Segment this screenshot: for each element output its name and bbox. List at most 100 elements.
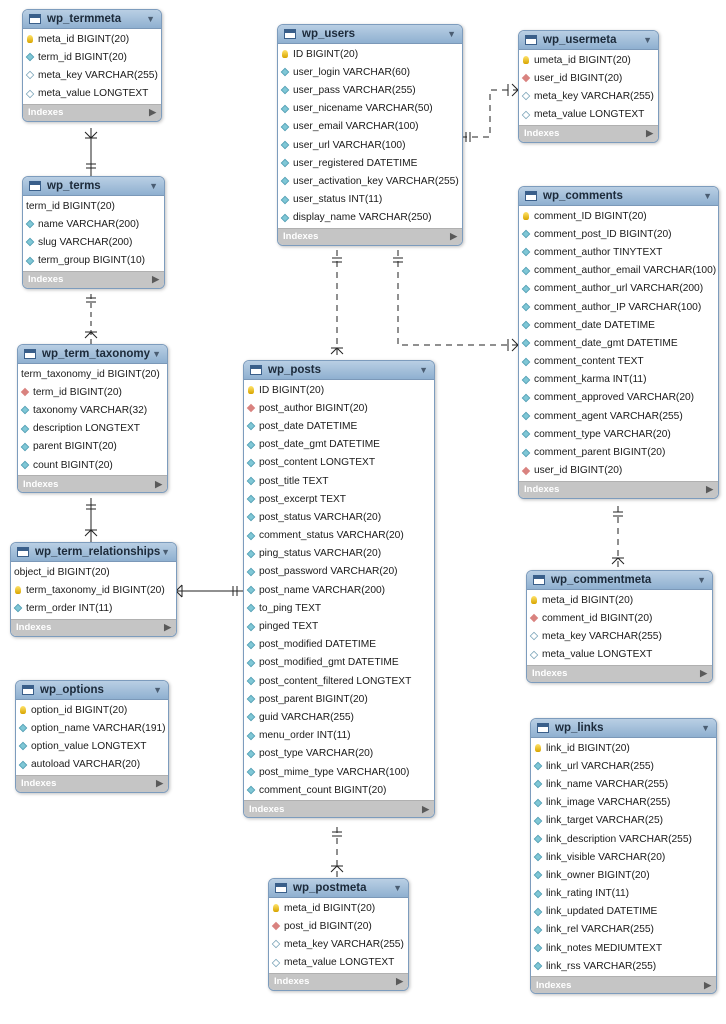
table-header[interactable]: wp_commentmeta▼ <box>527 571 712 590</box>
indexes-bar[interactable]: Indexes▶ <box>244 800 434 818</box>
column-row[interactable]: display_name VARCHAR(250) <box>278 209 462 227</box>
expand-indexes-icon[interactable]: ▶ <box>396 976 403 987</box>
column-row[interactable]: meta_key VARCHAR(255) <box>519 87 658 105</box>
column-row[interactable]: user_id BIGINT(20) <box>519 462 718 480</box>
column-row[interactable]: user_url VARCHAR(100) <box>278 136 462 154</box>
column-row[interactable]: term_id BIGINT(20) <box>23 197 164 215</box>
column-row[interactable]: link_owner BIGINT(20) <box>531 866 716 884</box>
column-row[interactable]: taxonomy VARCHAR(32) <box>18 401 167 419</box>
indexes-bar[interactable]: Indexes▶ <box>23 270 164 288</box>
expand-indexes-icon[interactable]: ▶ <box>164 622 171 633</box>
column-row[interactable]: user_nicename VARCHAR(50) <box>278 100 462 118</box>
column-row[interactable]: post_content LONGTEXT <box>244 454 434 472</box>
column-row[interactable]: meta_value LONGTEXT <box>269 954 408 972</box>
column-row[interactable]: link_rss VARCHAR(255) <box>531 957 716 975</box>
indexes-bar[interactable]: Indexes▶ <box>16 774 168 792</box>
column-row[interactable]: slug VARCHAR(200) <box>23 233 164 251</box>
column-row[interactable]: comment_date_gmt DATETIME <box>519 334 718 352</box>
expand-indexes-icon[interactable]: ▶ <box>646 128 653 139</box>
column-row[interactable]: post_password VARCHAR(20) <box>244 563 434 581</box>
column-row[interactable]: to_ping TEXT <box>244 599 434 617</box>
column-row[interactable]: link_id BIGINT(20) <box>531 739 716 757</box>
column-row[interactable]: link_description VARCHAR(255) <box>531 830 716 848</box>
column-row[interactable]: guid VARCHAR(255) <box>244 708 434 726</box>
column-row[interactable]: meta_value LONGTEXT <box>23 85 161 103</box>
column-row[interactable]: user_pass VARCHAR(255) <box>278 81 462 99</box>
table-header[interactable]: wp_options▼ <box>16 681 168 700</box>
column-row[interactable]: object_id BIGINT(20) <box>11 563 176 581</box>
table-header[interactable]: wp_usermeta▼ <box>519 31 658 50</box>
column-row[interactable]: post_mime_type VARCHAR(100) <box>244 763 434 781</box>
collapse-arrow-icon[interactable]: ▼ <box>146 14 155 24</box>
expand-indexes-icon[interactable]: ▶ <box>700 668 707 679</box>
wp-term-relationships-table[interactable]: wp_term_relationships▼object_id BIGINT(2… <box>10 542 177 637</box>
column-row[interactable]: term_taxonomy_id BIGINT(20) <box>11 581 176 599</box>
column-row[interactable]: comment_karma INT(11) <box>519 371 718 389</box>
wp-termmeta-table[interactable]: wp_termmeta▼meta_id BIGINT(20)term_id BI… <box>22 9 162 122</box>
expand-indexes-icon[interactable]: ▶ <box>706 484 713 495</box>
table-header[interactable]: wp_posts▼ <box>244 361 434 380</box>
column-row[interactable]: link_updated DATETIME <box>531 903 716 921</box>
column-row[interactable]: user_status INT(11) <box>278 191 462 209</box>
column-row[interactable]: post_date DATETIME <box>244 417 434 435</box>
column-row[interactable]: post_parent BIGINT(20) <box>244 690 434 708</box>
column-row[interactable]: ping_status VARCHAR(20) <box>244 545 434 563</box>
wp-commentmeta-table[interactable]: wp_commentmeta▼meta_id BIGINT(20)comment… <box>526 570 713 683</box>
column-row[interactable]: ID BIGINT(20) <box>278 45 462 63</box>
column-row[interactable]: post_excerpt TEXT <box>244 490 434 508</box>
expand-indexes-icon[interactable]: ▶ <box>155 478 162 489</box>
collapse-arrow-icon[interactable]: ▼ <box>643 35 652 45</box>
column-row[interactable]: term_id BIGINT(20) <box>23 48 161 66</box>
expand-indexes-icon[interactable]: ▶ <box>156 778 163 789</box>
wp-terms-table[interactable]: wp_terms▼term_id BIGINT(20)name VARCHAR(… <box>22 176 165 289</box>
column-row[interactable]: comment_post_ID BIGINT(20) <box>519 225 718 243</box>
column-row[interactable]: option_name VARCHAR(191) <box>16 719 168 737</box>
table-header[interactable]: wp_users▼ <box>278 25 462 44</box>
expand-indexes-icon[interactable]: ▶ <box>152 274 159 285</box>
expand-indexes-icon[interactable]: ▶ <box>450 231 457 242</box>
column-row[interactable]: post_author BIGINT(20) <box>244 399 434 417</box>
column-row[interactable]: comment_id BIGINT(20) <box>527 609 712 627</box>
column-row[interactable]: link_notes MEDIUMTEXT <box>531 939 716 957</box>
collapse-arrow-icon[interactable]: ▼ <box>703 191 712 201</box>
column-row[interactable]: user_id BIGINT(20) <box>519 69 658 87</box>
column-row[interactable]: user_login VARCHAR(60) <box>278 63 462 81</box>
column-row[interactable]: meta_key VARCHAR(255) <box>269 935 408 953</box>
table-header[interactable]: wp_term_taxonomy▼ <box>18 345 167 364</box>
column-row[interactable]: post_modified DATETIME <box>244 636 434 654</box>
indexes-bar[interactable]: Indexes▶ <box>527 664 712 682</box>
column-row[interactable]: umeta_id BIGINT(20) <box>519 51 658 69</box>
collapse-arrow-icon[interactable]: ▼ <box>153 685 162 695</box>
column-row[interactable]: autoload VARCHAR(20) <box>16 756 168 774</box>
collapse-arrow-icon[interactable]: ▼ <box>419 365 428 375</box>
column-row[interactable]: link_url VARCHAR(255) <box>531 757 716 775</box>
column-row[interactable]: option_id BIGINT(20) <box>16 701 168 719</box>
column-row[interactable]: term_group BIGINT(10) <box>23 252 164 270</box>
column-row[interactable]: comment_count BIGINT(20) <box>244 781 434 799</box>
collapse-arrow-icon[interactable]: ▼ <box>161 547 170 557</box>
table-header[interactable]: wp_term_relationships▼ <box>11 543 176 562</box>
column-row[interactable]: meta_key VARCHAR(255) <box>23 66 161 84</box>
wp-postmeta-table[interactable]: wp_postmeta▼meta_id BIGINT(20)post_id BI… <box>268 878 409 991</box>
column-row[interactable]: meta_id BIGINT(20) <box>269 899 408 917</box>
wp-links-table[interactable]: wp_links▼link_id BIGINT(20)link_url VARC… <box>530 718 717 995</box>
indexes-bar[interactable]: Indexes▶ <box>278 227 462 245</box>
column-row[interactable]: post_date_gmt DATETIME <box>244 436 434 454</box>
collapse-arrow-icon[interactable]: ▼ <box>393 883 402 893</box>
column-row[interactable]: comment_author_email VARCHAR(100) <box>519 262 718 280</box>
wp-term-taxonomy-table[interactable]: wp_term_taxonomy▼term_taxonomy_id BIGINT… <box>17 344 168 494</box>
column-row[interactable]: post_name VARCHAR(200) <box>244 581 434 599</box>
column-row[interactable]: post_content_filtered LONGTEXT <box>244 672 434 690</box>
column-row[interactable]: comment_status VARCHAR(20) <box>244 527 434 545</box>
wp-comments-table[interactable]: wp_comments▼comment_ID BIGINT(20)comment… <box>518 186 719 499</box>
column-row[interactable]: comment_approved VARCHAR(20) <box>519 389 718 407</box>
column-row[interactable]: meta_id BIGINT(20) <box>527 591 712 609</box>
column-row[interactable]: term_taxonomy_id BIGINT(20) <box>18 365 167 383</box>
column-row[interactable]: link_rating INT(11) <box>531 885 716 903</box>
column-row[interactable]: comment_author_url VARCHAR(200) <box>519 280 718 298</box>
column-row[interactable]: meta_id BIGINT(20) <box>23 30 161 48</box>
column-row[interactable]: link_rel VARCHAR(255) <box>531 921 716 939</box>
column-row[interactable]: name VARCHAR(200) <box>23 215 164 233</box>
column-row[interactable]: user_email VARCHAR(100) <box>278 118 462 136</box>
column-row[interactable]: comment_type VARCHAR(20) <box>519 425 718 443</box>
